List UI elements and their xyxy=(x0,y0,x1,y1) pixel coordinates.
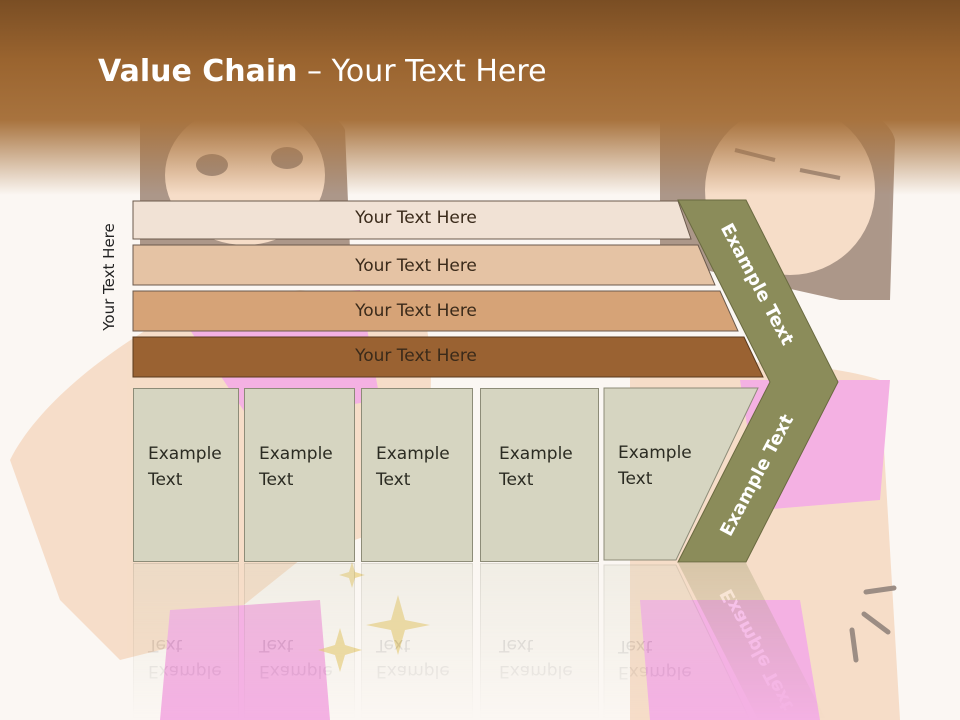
box-1-line2: Text xyxy=(148,470,183,490)
reflect-box-5-line2: Text xyxy=(618,636,653,656)
reflect-box-5: Example Text xyxy=(604,563,724,720)
box-5-line2: Text xyxy=(618,469,653,489)
box-5-line1: Example xyxy=(618,443,692,463)
box-5-taper xyxy=(603,387,759,561)
box-3-line1: Example xyxy=(376,444,450,464)
chevron-arrow xyxy=(677,199,839,563)
box-2-line2: Text xyxy=(259,470,294,490)
box-4-line2: Text xyxy=(499,470,534,490)
reflect-chevron: Example Text xyxy=(603,563,838,720)
band-3 xyxy=(132,290,739,332)
box-3-line2: Text xyxy=(376,470,411,490)
title-rest: – Your Text Here xyxy=(297,54,547,89)
band-2 xyxy=(132,244,716,286)
box-2-line1: Example xyxy=(259,444,333,464)
band-1-label: Your Text Here xyxy=(355,208,477,228)
band-3-label: Your Text Here xyxy=(355,301,477,321)
band-4 xyxy=(132,336,764,378)
band-4-label: Your Text Here xyxy=(355,346,477,366)
band-1 xyxy=(132,200,692,240)
slide-title: Value Chain – Your Text Here xyxy=(98,54,547,89)
box-4-line1: Example xyxy=(499,444,573,464)
title-bold: Value Chain xyxy=(98,54,298,89)
header-band xyxy=(0,0,960,200)
reflect-box-5-line1: Example xyxy=(618,662,692,682)
band-2-label: Your Text Here xyxy=(355,256,477,276)
box-1-line1: Example xyxy=(148,444,222,464)
